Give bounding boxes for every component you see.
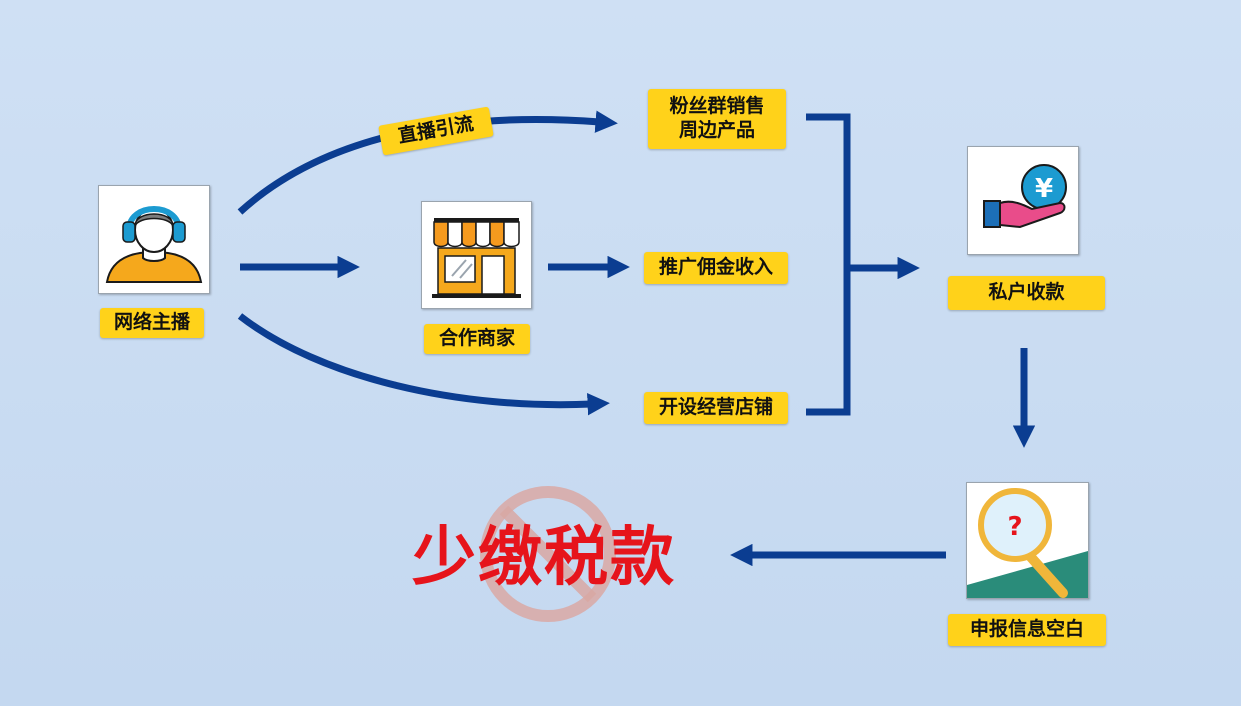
merge-bracket	[806, 113, 851, 416]
magnifier-question-icon: ?	[967, 488, 1088, 598]
headset-person-icon	[105, 206, 203, 283]
svg-text:¥: ¥	[1035, 174, 1053, 204]
private-account-card: ¥	[967, 146, 1079, 255]
commission-label: 推广佣金收入	[644, 252, 788, 284]
result-text: 少缴税款	[412, 521, 676, 595]
svg-text:?: ?	[1007, 512, 1022, 542]
fan-sales-label: 粉丝群销售 周边产品	[648, 89, 786, 149]
merchant-label: 合作商家	[424, 324, 530, 354]
arrow-streamer-to-store	[237, 313, 610, 416]
streamer-label: 网络主播	[100, 308, 204, 338]
private-account-label: 私户收款	[948, 276, 1105, 310]
fan-sales-line1: 粉丝群销售	[669, 95, 765, 118]
storefront-icon	[432, 218, 521, 298]
streamer-card	[98, 185, 210, 294]
fan-sales-line2: 周边产品	[678, 119, 755, 141]
store-label: 开设经营店铺	[644, 392, 788, 424]
declaration-label: 申报信息空白	[948, 614, 1106, 646]
merchant-card	[421, 201, 532, 309]
hand-yuan-coin-icon: ¥	[983, 164, 1067, 229]
prohibition-icon	[480, 486, 616, 622]
declaration-card: ?	[966, 482, 1089, 599]
